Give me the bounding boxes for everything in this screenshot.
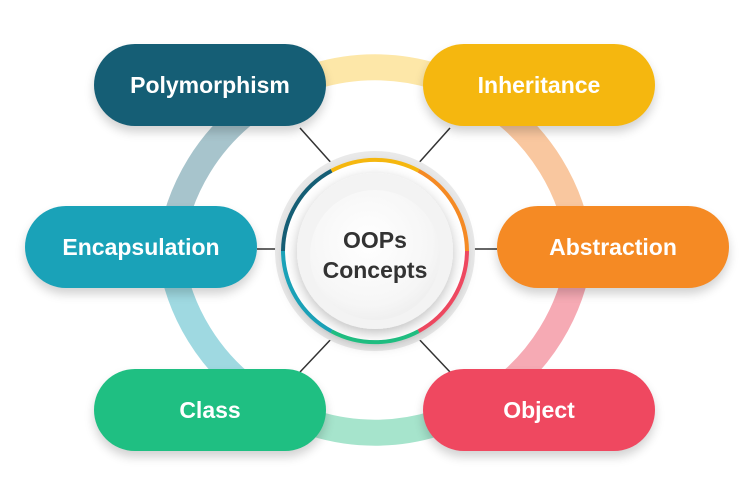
accent-left-upper	[281, 169, 333, 252]
accent-top	[330, 157, 420, 173]
connector-class	[299, 335, 335, 373]
pill-inheritance: Inheritance	[423, 44, 655, 126]
pill-polymorphism-label: Polymorphism	[130, 71, 290, 98]
pill-abstraction-label: Abstraction	[549, 233, 677, 260]
connector-object	[415, 335, 451, 373]
pill-object-label: Object	[503, 396, 575, 423]
pill-polymorphism: Polymorphism	[94, 44, 326, 126]
accent-left	[281, 250, 333, 333]
pill-abstraction: Abstraction	[497, 206, 729, 288]
accent-right	[417, 169, 469, 252]
pill-object: Object	[423, 369, 655, 451]
pill-class-label: Class	[179, 396, 241, 423]
accent-right-lower	[417, 250, 469, 333]
center-label-line2: Concepts	[322, 257, 428, 283]
pill-class: Class	[94, 369, 326, 451]
pill-encapsulation-label: Encapsulation	[62, 233, 220, 260]
center-accent-rim	[281, 157, 469, 345]
connector-polymorphism	[299, 127, 335, 167]
pill-inheritance-label: Inheritance	[477, 71, 601, 98]
center-label-line1: OOPs	[343, 227, 407, 253]
connector-lines	[257, 127, 497, 373]
pill-encapsulation: Encapsulation	[25, 206, 257, 288]
center-label: OOPs Concepts	[310, 190, 440, 320]
connector-inheritance	[415, 127, 451, 167]
accent-bottom	[330, 329, 420, 345]
